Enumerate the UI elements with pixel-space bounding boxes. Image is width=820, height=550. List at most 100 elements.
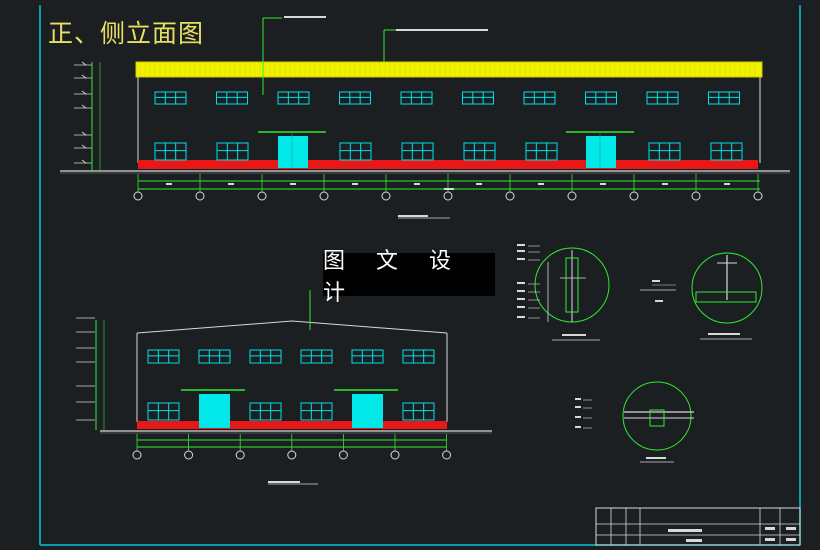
front-dim-total-text: [444, 188, 454, 190]
detail-2-dim-text-2: [655, 300, 663, 302]
front-grid-bubble: [691, 191, 701, 201]
side-lower-window: [249, 402, 282, 421]
front-grid-bubble: [629, 191, 639, 201]
watermark: 图 文 设 计: [323, 249, 495, 306]
leader-1-text: [284, 16, 326, 18]
front-lower-window: [710, 142, 743, 161]
detail-1-dim-text: [517, 290, 525, 292]
front-grid-bubble: [567, 191, 577, 201]
side-base-band: [137, 421, 447, 429]
side-grid-bubble: [338, 450, 348, 460]
side-grid-bubble: [235, 450, 245, 460]
front-upper-window: [216, 91, 248, 105]
front-lower-window: [463, 142, 496, 161]
level-tick: [81, 90, 87, 95]
detail-1-dim-text: [517, 306, 525, 308]
front-grid-bubble: [381, 191, 391, 201]
front-dim-text: [538, 183, 544, 185]
detail-3-dim-text: [575, 416, 581, 418]
front-upper-window: [339, 91, 371, 105]
detail-3-dim-text: [575, 426, 581, 428]
side-upper-window: [351, 349, 384, 364]
detail-circle-3: [622, 381, 692, 451]
side-upper-window: [300, 349, 333, 364]
front-dim-text: [476, 183, 482, 185]
title-block-text: [668, 529, 702, 532]
level-tick: [81, 131, 87, 136]
side-door: [352, 394, 383, 428]
front-door: [278, 136, 308, 168]
front-lower-window: [648, 142, 681, 161]
front-caption: [398, 215, 428, 217]
detail-3-section: [649, 409, 665, 427]
detail-1-dim-text: [517, 244, 525, 246]
leader-2-text: [396, 29, 488, 31]
front-upper-window: [708, 91, 740, 105]
level-tick: [81, 159, 87, 164]
side-caption: [268, 481, 300, 483]
front-grid-bubble: [195, 191, 205, 201]
front-upper-window: [154, 91, 187, 105]
side-grid-bubble: [442, 450, 452, 460]
front-grid-bubble: [133, 191, 143, 201]
level-tick: [81, 61, 87, 66]
front-base-band: [138, 160, 758, 169]
front-upper-window: [400, 91, 433, 105]
front-upper-window: [523, 91, 556, 105]
detail-1-dim-text: [517, 298, 525, 300]
front-dim-text: [724, 183, 730, 185]
detail-2-dim-text: [652, 280, 660, 282]
front-lower-window: [525, 142, 558, 161]
detail-1-caption: [562, 334, 586, 336]
front-lower-window: [401, 142, 434, 161]
front-lower-window: [216, 142, 249, 161]
front-dim-text: [166, 183, 172, 185]
side-gable-roof: [136, 320, 448, 334]
level-tick: [81, 144, 87, 149]
front-door: [586, 136, 616, 168]
side-upper-window: [198, 349, 231, 364]
detail-1-dim-text: [517, 258, 525, 260]
detail-2-caption: [708, 333, 740, 335]
front-dim-text: [290, 183, 296, 185]
side-upper-window: [249, 349, 282, 364]
title-block-cell-2: [786, 527, 796, 530]
side-upper-window: [402, 349, 435, 364]
side-lower-window: [300, 402, 333, 421]
title-block-cell-3: [765, 538, 775, 541]
front-grid-bubble: [257, 191, 267, 201]
detail-1-section: [565, 257, 579, 313]
level-tick: [81, 74, 87, 79]
detail-circle-2: [691, 252, 763, 324]
front-upper-window: [585, 91, 617, 105]
title-block-cell-4: [786, 538, 796, 541]
front-dim-text: [228, 183, 234, 185]
front-upper-window: [462, 91, 494, 105]
detail-1-dim-text: [517, 250, 525, 252]
front-dim-text: [600, 183, 606, 185]
detail-1-dim-text: [517, 316, 525, 318]
level-tick: [81, 104, 87, 109]
side-door: [199, 394, 230, 428]
title-block-text-2: [686, 539, 702, 542]
front-roof-band: [135, 61, 763, 78]
side-lower-window: [147, 402, 180, 421]
front-grid-bubble: [753, 191, 763, 201]
front-dim-text: [662, 183, 668, 185]
side-upper-window: [147, 349, 180, 364]
front-grid-bubble: [505, 191, 515, 201]
front-upper-window: [277, 91, 310, 105]
detail-2-beam: [695, 291, 757, 303]
front-dim-text: [352, 183, 358, 185]
detail-3-caption: [646, 457, 666, 459]
front-dim-text: [414, 183, 420, 185]
detail-3-dim-text: [575, 406, 581, 408]
front-grid-bubble: [443, 191, 453, 201]
side-lower-window: [402, 402, 435, 421]
detail-3-dim-text: [575, 398, 581, 400]
drawing-title: 正、侧立面图: [48, 19, 205, 48]
side-grid-bubble: [390, 450, 400, 460]
side-grid-bubble: [287, 450, 297, 460]
front-grid-bubble: [319, 191, 329, 201]
